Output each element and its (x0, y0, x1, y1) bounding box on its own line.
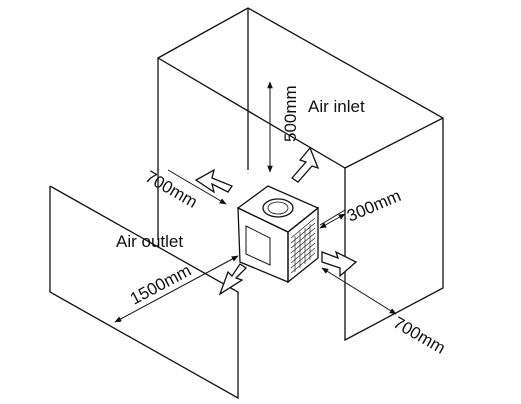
dimension-right-label: 300mm (344, 186, 404, 226)
dimension-top-label: 500mm (281, 85, 300, 142)
dimension-left-label: 700mm (142, 167, 201, 212)
dimension-bottom-right (321, 267, 397, 315)
air-outlet-label: Air outlet (116, 232, 183, 251)
airflow-arrow-top (291, 146, 320, 183)
airflow-arrow-right (321, 250, 358, 278)
dimension-front (114, 255, 239, 323)
heat-pump-unit (236, 185, 320, 284)
dimension-right (319, 213, 346, 229)
dimension-left (167, 169, 227, 205)
dimension-bottom-right-label: 700mm (390, 313, 449, 358)
fan-icon (262, 198, 294, 218)
air-inlet-label: Air inlet (308, 97, 365, 116)
airflow-arrow-left (194, 168, 233, 194)
